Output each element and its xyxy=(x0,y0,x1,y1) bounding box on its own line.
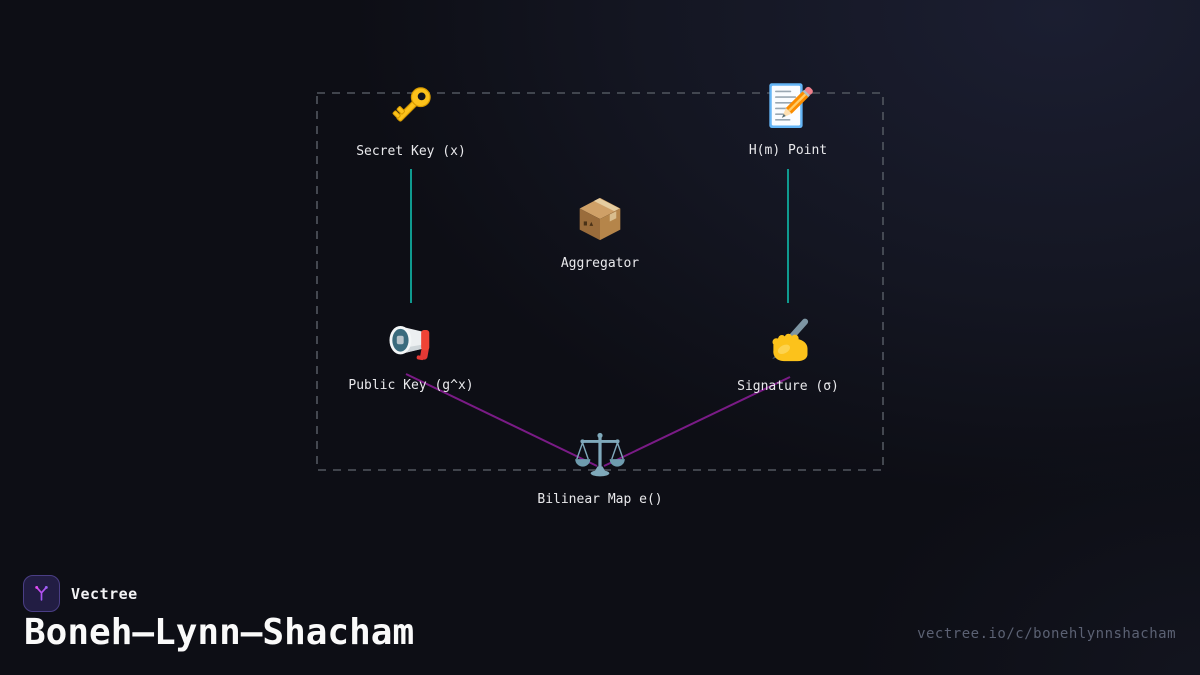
node-label: Secret Key (x) xyxy=(356,144,466,159)
package-icon xyxy=(579,197,621,241)
node-bilinear-map: Bilinear Map e() xyxy=(490,429,710,509)
node-signature: Signature (σ) xyxy=(678,316,898,396)
balance-scale-icon xyxy=(575,432,625,477)
writing-hand-icon xyxy=(772,318,809,362)
node-label: H(m) Point xyxy=(748,143,828,158)
key-icon xyxy=(392,87,431,122)
memo-icon xyxy=(769,83,813,128)
node-hm-point: H(m) Point xyxy=(678,80,898,160)
vectree-logo xyxy=(23,575,60,612)
edge-publickey-bilinearmap xyxy=(405,373,598,467)
node-label: Aggregator xyxy=(560,256,640,271)
node-aggregator: Aggregator xyxy=(490,193,710,273)
node-secret-key: Secret Key (x) xyxy=(301,81,521,161)
node-label: Bilinear Map e() xyxy=(537,492,663,507)
dashed-boundary-box xyxy=(316,92,884,471)
page-url: vectree.io/c/bonehlynnshacham xyxy=(917,626,1176,642)
edge-signature-bilinearmap xyxy=(603,376,791,467)
node-public-key: Public Key (g^x) xyxy=(301,315,521,395)
brand-name: Vectree xyxy=(71,584,138,603)
brand-row: Vectree xyxy=(23,575,138,612)
vectree-branch-icon xyxy=(35,585,48,601)
megaphone-icon xyxy=(389,325,430,361)
page-title: Boneh–Lynn–Shacham xyxy=(24,612,415,653)
node-label: Signature (σ) xyxy=(737,379,839,394)
node-label: Public Key (g^x) xyxy=(348,378,474,393)
